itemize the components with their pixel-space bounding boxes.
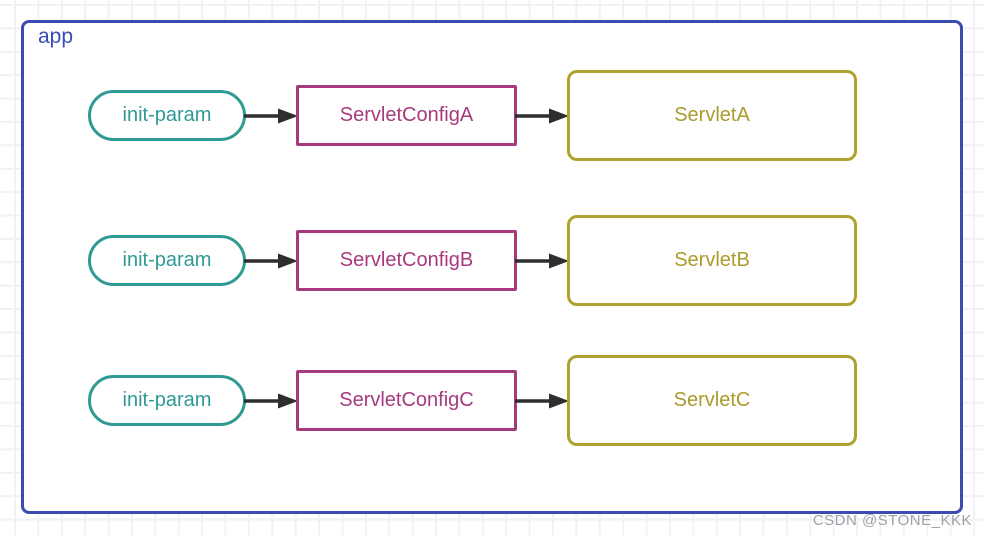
servlet-label: ServletB [674, 249, 750, 271]
app-container-label: app [38, 25, 74, 48]
init-param-label: init-param [122, 389, 212, 411]
servlet-node: ServletC [567, 355, 857, 446]
servlet-label: ServletA [674, 104, 750, 126]
servlet-config-label: ServletConfigB [339, 249, 474, 271]
init-param-node: init-param [88, 235, 246, 286]
init-param-node: init-param [88, 90, 246, 141]
init-param-label: init-param [122, 249, 212, 271]
servlet-config-label: ServletConfigC [339, 389, 474, 411]
init-param-node: init-param [88, 375, 246, 426]
arrow-right-icon [515, 253, 569, 269]
arrow-right-icon [515, 393, 569, 409]
servlet-config-node: ServletConfigB [296, 230, 517, 291]
arrow-right-icon [244, 253, 298, 269]
servlet-config-node: ServletConfigC [296, 370, 517, 431]
servlet-config-node: ServletConfigA [296, 85, 517, 146]
arrow-right-icon [244, 108, 298, 124]
watermark: CSDN @STONE_KKK [812, 512, 972, 529]
arrow-right-icon [515, 108, 569, 124]
servlet-node: ServletA [567, 70, 857, 161]
servlet-label: ServletC [673, 389, 751, 411]
servlet-config-label: ServletConfigA [339, 104, 474, 126]
arrow-right-icon [244, 393, 298, 409]
init-param-label: init-param [122, 104, 212, 126]
servlet-node: ServletB [567, 215, 857, 306]
